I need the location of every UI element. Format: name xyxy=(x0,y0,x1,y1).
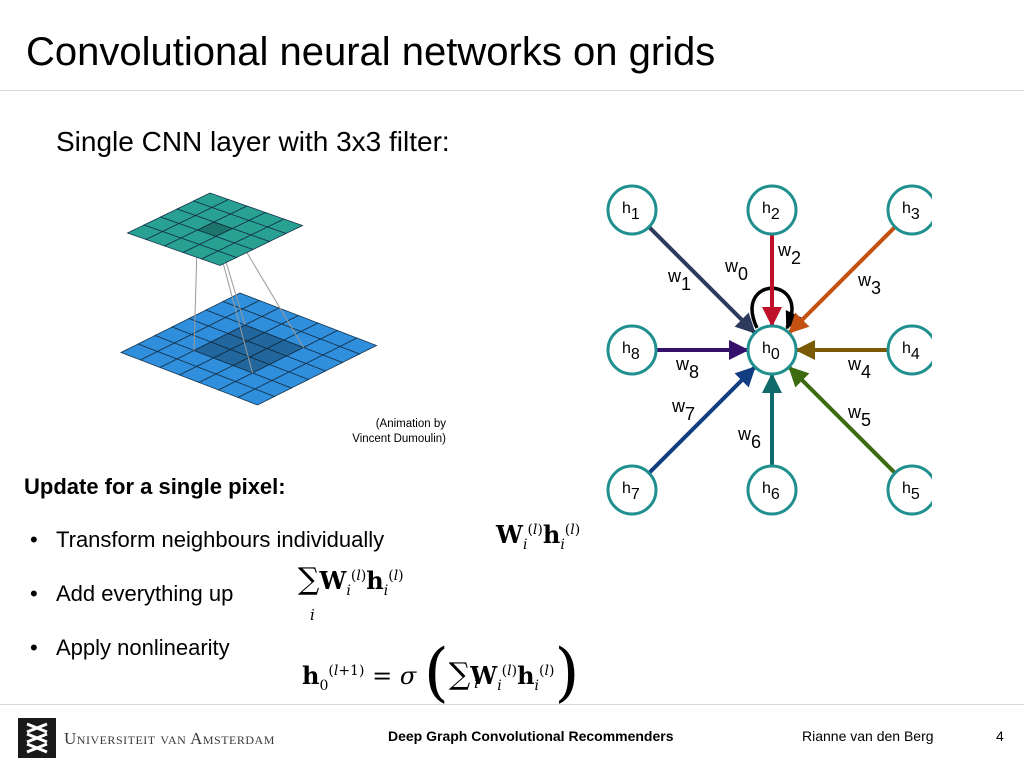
node-h5: h5 xyxy=(886,464,932,516)
bullet-marker: • xyxy=(30,635,38,660)
node-h6: h6 xyxy=(746,464,798,516)
node-layer: h0 h1 h2 h3 h4 h5 h6 h7 h8 xyxy=(606,184,932,516)
bullet-transform-text: Transform neighbours individually xyxy=(56,527,385,552)
presentation-title: Deep Graph Convolutional Recommenders xyxy=(388,728,674,744)
bullet-add: • Add everything up xyxy=(30,580,233,608)
page-number: 4 xyxy=(996,728,1004,744)
input-grid xyxy=(120,292,378,406)
node-circle xyxy=(606,184,658,236)
node-circle xyxy=(746,464,798,516)
animation-credit: (Animation by Vincent Dumoulin) xyxy=(330,417,446,447)
output-grid xyxy=(126,192,304,266)
weight-label: w2 xyxy=(777,240,801,268)
node-h2: h2 xyxy=(746,184,798,236)
bullet-nonlinearity: • Apply nonlinearity xyxy=(30,634,230,662)
node-h8: h8 xyxy=(606,324,658,376)
weight-label: w7 xyxy=(671,396,695,424)
node-circle xyxy=(886,184,932,236)
node-h7: h7 xyxy=(606,464,658,516)
formula-nonlinearity: h0(l+1) = σ (∑Wi(l)hi(l)) i xyxy=(302,636,580,710)
edge-h5-h0 xyxy=(788,366,897,475)
formula-transform: Wi(l)hi(l) xyxy=(496,520,581,553)
weight-label: w0 xyxy=(724,256,748,284)
update-heading: Update for a single pixel: xyxy=(24,474,286,499)
node-circle xyxy=(886,324,932,376)
bullet-transform: • Transform neighbours individually xyxy=(30,526,384,554)
weight-label: w6 xyxy=(737,424,761,452)
node-circle xyxy=(886,464,932,516)
bullet-marker: • xyxy=(30,581,38,606)
cnn-grid-illustration xyxy=(120,192,378,406)
grid-cell xyxy=(237,388,276,406)
node-h1: h1 xyxy=(606,184,658,236)
weight-label: w4 xyxy=(847,354,871,382)
node-h0: h0 xyxy=(746,324,798,376)
node-circle xyxy=(606,464,658,516)
bullet-add-text: Add everything up xyxy=(56,581,234,606)
node-circle xyxy=(746,184,798,236)
title-divider xyxy=(0,90,1024,91)
weight-label: w1 xyxy=(667,266,691,294)
slide-title: Convolutional neural networks on grids xyxy=(26,30,716,74)
edge-layer xyxy=(647,225,897,475)
edge-h7-h0 xyxy=(647,366,756,475)
edge-h3-h0 xyxy=(788,225,897,334)
bullet-nonlinearity-text: Apply nonlinearity xyxy=(56,635,230,660)
node-h4: h4 xyxy=(886,324,932,376)
footer-divider xyxy=(0,704,1024,705)
node-circle xyxy=(606,324,658,376)
university-logo-icon xyxy=(18,718,56,758)
bullet-marker: • xyxy=(30,527,38,552)
credit-line-1: (Animation by xyxy=(375,418,446,430)
weight-label: w8 xyxy=(675,354,699,382)
grid-cell xyxy=(200,250,238,266)
node-h3: h3 xyxy=(886,184,932,236)
slide-subtitle: Single CNN layer with 3x3 filter: xyxy=(56,126,450,157)
node-circle xyxy=(746,324,798,376)
author-name: Rianne van den Berg xyxy=(802,728,934,744)
formula-sum: ∑Wi(l)hi(l) i xyxy=(298,562,404,624)
edge-h1-h0 xyxy=(647,225,756,334)
weight-label: w3 xyxy=(857,270,881,298)
university-name: Universiteit van Amsterdam xyxy=(64,729,275,748)
credit-line-2: Vincent Dumoulin) xyxy=(352,433,446,445)
